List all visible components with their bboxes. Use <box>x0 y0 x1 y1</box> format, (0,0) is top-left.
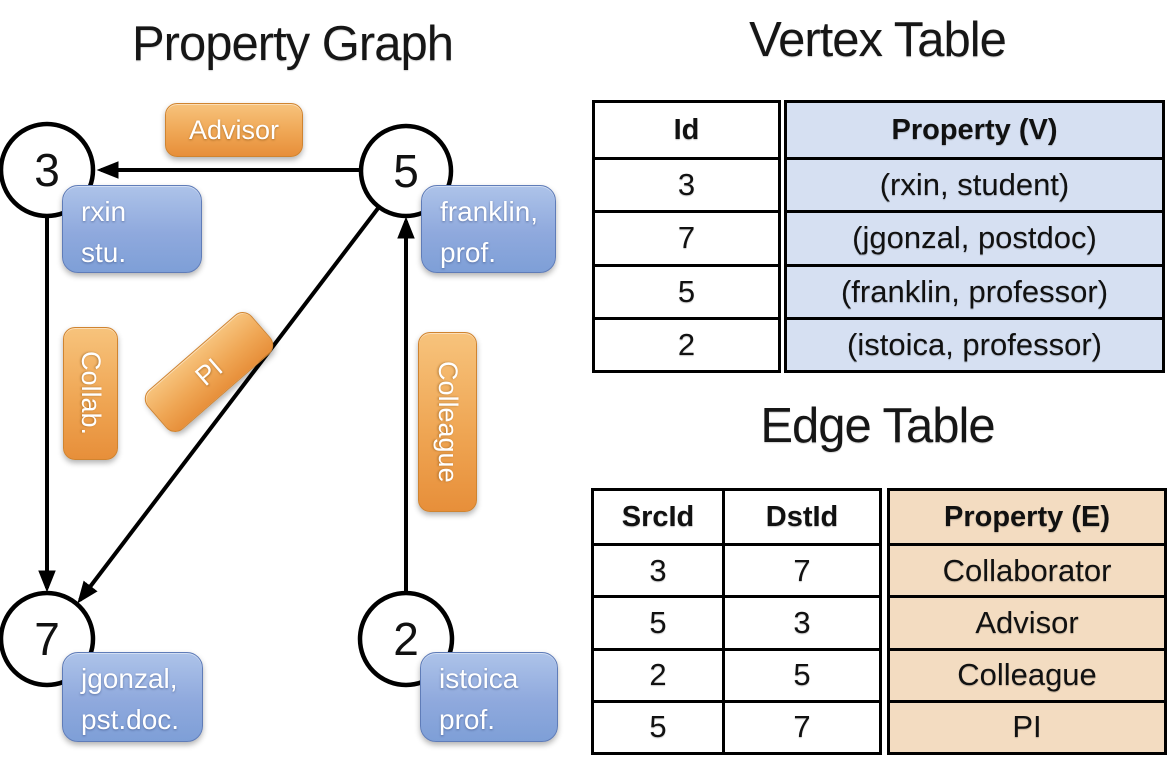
edge-label-advisor-text: Advisor <box>188 114 280 145</box>
edge-property-cell: Collaborator <box>942 552 1112 588</box>
edge-dstid-cell: 5 <box>793 657 811 693</box>
node-5-id: 5 <box>393 145 419 197</box>
edge-table-header-row: Property (E) <box>890 491 1164 543</box>
vertex-property-box-7: jgonzal, pst.doc. <box>62 652 203 742</box>
vertex-id-cell: 2 <box>677 326 696 362</box>
edge-label-colleague-text: Colleague <box>433 361 463 483</box>
node-7-id: 7 <box>34 613 60 665</box>
vertex-property-box-3-text: rxin stu. <box>81 196 127 268</box>
node-3-id: 3 <box>34 144 60 196</box>
vertex-property-box-7-text: jgonzal, pst.doc. <box>81 663 180 735</box>
edge-property-cell: PI <box>1012 709 1042 745</box>
table-row: 5 3 <box>594 595 879 648</box>
vertex-property-cell: (jgonzal, postdoc) <box>852 220 1097 256</box>
node-2-id: 2 <box>393 613 419 665</box>
edge-srcid-cell: 5 <box>594 598 725 648</box>
edge-property-cell: Colleague <box>957 657 1097 693</box>
table-row: (jgonzal, postdoc) <box>787 210 1162 263</box>
edge-label-advisor: Advisor <box>165 103 303 157</box>
table-row: (franklin, professor) <box>787 263 1162 317</box>
vertex-table-header-id: Id <box>673 113 700 146</box>
edge-dstid-cell: 7 <box>793 552 811 588</box>
vertex-property-box-3: rxin stu. <box>62 185 202 273</box>
edge-table-id-columns: SrcId DstId 3 7 5 3 2 5 5 7 <box>591 488 882 755</box>
edge-label-pi-text: PI <box>189 351 229 392</box>
edge-srcid-cell: 2 <box>594 650 725 700</box>
graph-canvas: 3 5 7 2 <box>0 121 455 688</box>
vertex-id-cell: 3 <box>677 167 696 203</box>
edge-dstid-cell: 7 <box>793 709 811 745</box>
table-row: (istoica, professor) <box>787 316 1162 370</box>
property-graph-panel: Property Graph 3 5 7 <box>0 17 558 742</box>
edge-label-collab: Collab. <box>63 327 118 460</box>
table-row: 2 <box>595 316 778 370</box>
vertex-property-box-2-text: istoica prof. <box>439 663 519 735</box>
vertex-table-header-row: Property (V) <box>787 103 1162 157</box>
vertex-id-cell: 5 <box>677 273 696 309</box>
edge-pi-5-to-7 <box>77 205 381 604</box>
edge-property-cell: Advisor <box>975 604 1079 640</box>
vertex-property-cell: (rxin, student) <box>879 167 1070 203</box>
vertex-table-id-column: Id 3 7 5 2 <box>592 100 781 373</box>
edge-table-property-column: Property (E) Collaborator Advisor Collea… <box>887 488 1167 755</box>
table-row: 5 <box>595 263 778 317</box>
edge-table-header-srcid: SrcId <box>594 491 725 543</box>
vertex-table-header-property: Property (V) <box>891 113 1058 146</box>
edge-table-header-property: Property (E) <box>944 500 1110 533</box>
vertex-id-cell: 7 <box>677 220 696 256</box>
property-graph-title: Property Graph <box>132 17 454 71</box>
vertex-table-title: Vertex Table <box>749 13 1007 67</box>
edge-label-colleague: Colleague <box>418 332 477 512</box>
table-row: Colleague <box>890 647 1164 700</box>
edge-dstid-cell: 3 <box>793 604 811 640</box>
table-row: 3 7 <box>594 543 879 596</box>
edge-srcid-cell: 3 <box>594 546 725 596</box>
edge-label-collab-text: Collab. <box>76 351 106 436</box>
vertex-property-box-5: franklin, prof. <box>421 185 556 273</box>
vertex-property-box-2: istoica prof. <box>420 652 558 742</box>
table-row: 2 5 <box>594 647 879 700</box>
vertex-property-cell: (istoica, professor) <box>847 326 1102 362</box>
edge-table-header-row: SrcId DstId <box>594 491 879 543</box>
table-row: Advisor <box>890 595 1164 647</box>
edge-srcid-cell: 5 <box>594 702 725 752</box>
table-row: (rxin, student) <box>787 157 1162 210</box>
vertex-table-header-row: Id <box>595 103 778 157</box>
edge-table-header-dstid: DstId <box>765 500 839 533</box>
table-row: 7 <box>595 210 778 263</box>
vertex-table-property-column: Property (V) (rxin, student) (jgonzal, p… <box>784 100 1165 373</box>
vertex-property-box-5-text: franklin, prof. <box>440 196 539 268</box>
table-row: 3 <box>595 157 778 210</box>
table-row: Collaborator <box>890 543 1164 595</box>
table-row: 5 7 <box>594 699 879 752</box>
vertex-property-cell: (franklin, professor) <box>840 273 1109 309</box>
table-row: PI <box>890 699 1164 752</box>
edge-table-title: Edge Table <box>760 399 995 453</box>
